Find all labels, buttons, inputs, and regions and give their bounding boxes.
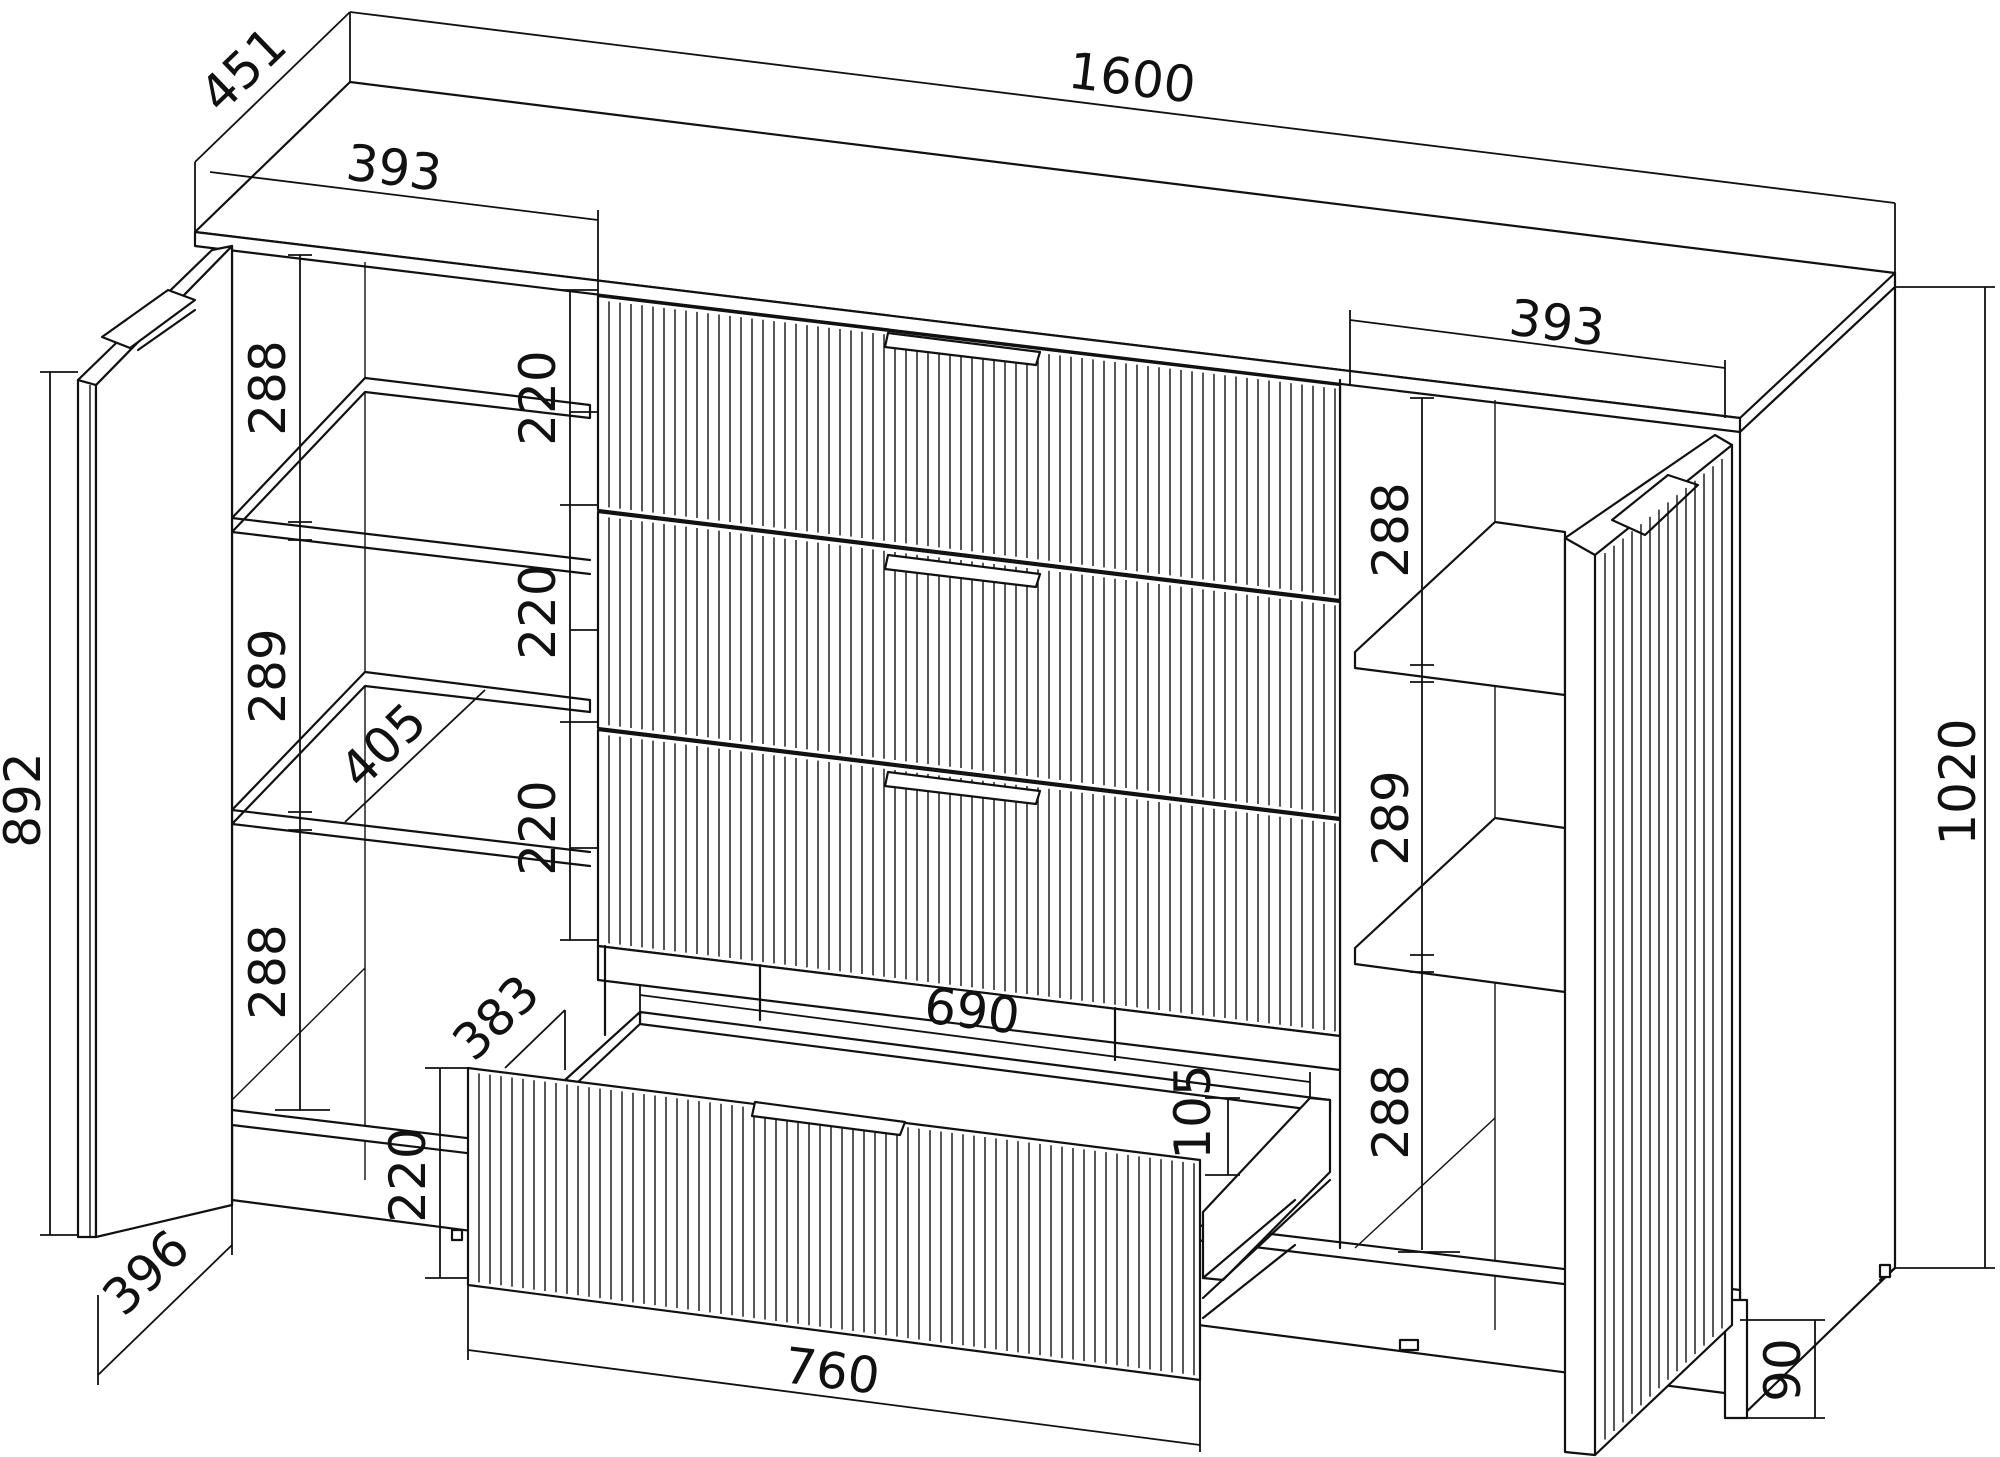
drawer-stack [596,294,1342,1072]
label-left-section-width: 393 [343,134,445,203]
label-leg-height: 90 [1754,1338,1812,1402]
leg-right [1723,1298,1749,1420]
label-right-section-width: 393 [1506,289,1608,358]
open-drawer-handle [750,1100,907,1137]
drawer-handle-3 [883,770,1042,806]
left-door-handle [100,288,197,350]
label-left-shelf-2: 289 [239,628,297,723]
label-drawer-4: 220 [379,1127,437,1222]
drawer-handle-2 [883,553,1042,589]
drawer-front-2 [596,510,1342,820]
right-side-panel [1738,285,1897,1420]
open-drawer [450,1010,1420,1382]
label-drawer-inner-height: 105 [1164,1064,1222,1159]
drawer-handle-1 [883,331,1042,367]
label-height-total: 1020 [1929,718,1987,845]
label-drawer-1: 220 [509,350,567,445]
right-door-handle [1610,473,1700,537]
label-drawer-2: 220 [509,564,567,659]
label-drawer-front-width: 760 [781,1337,883,1406]
label-drawer-depth: 383 [442,964,551,1072]
label-door-height: 892 [0,752,52,847]
label-right-shelf-3: 288 [1362,1064,1420,1159]
dimension-lines [40,11,1995,1452]
label-right-shelf-1: 288 [1362,482,1420,577]
label-depth-total: 451 [189,16,298,124]
label-drawer-3: 220 [509,780,567,875]
label-right-shelf-2: 289 [1362,770,1420,865]
label-left-shelf-1: 288 [239,340,297,435]
right-door [1563,433,1734,1457]
label-drawer-inner-width: 690 [921,977,1023,1046]
left-door [76,244,234,1239]
drawer-front-1 [596,294,1342,602]
label-left-shelf-3: 288 [239,924,297,1019]
left-compartment [230,376,592,1101]
